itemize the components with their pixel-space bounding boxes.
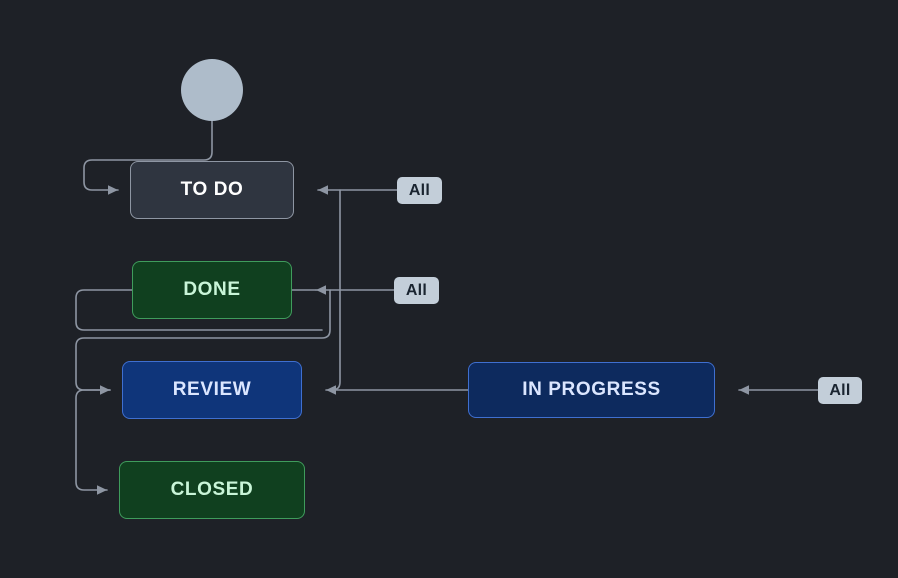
edge-badge-label: All bbox=[405, 281, 428, 299]
edge-badge-all-todo[interactable]: All bbox=[397, 177, 442, 204]
edge-badge-label: All bbox=[829, 381, 851, 399]
edge-badge-all-in-progress[interactable]: All bbox=[818, 377, 862, 404]
node-review-label: REVIEW bbox=[172, 379, 252, 400]
node-done-label: DONE bbox=[183, 279, 241, 300]
node-closed-label: CLOSED bbox=[170, 479, 254, 500]
edge-review-loopback-to-closed bbox=[75, 389, 111, 495]
node-done[interactable]: DONE bbox=[132, 261, 292, 319]
node-in-progress[interactable]: IN PROGRESS bbox=[468, 362, 715, 418]
edge-todo-down-to-review bbox=[331, 189, 341, 391]
edge-badge-label: All bbox=[408, 181, 431, 199]
edge-badge-all-done[interactable]: All bbox=[394, 277, 439, 304]
node-review[interactable]: REVIEW bbox=[122, 361, 302, 419]
node-todo-label: TO DO bbox=[180, 179, 244, 200]
node-closed[interactable]: CLOSED bbox=[119, 461, 305, 519]
start-node[interactable] bbox=[181, 59, 243, 121]
node-todo[interactable]: TO DO bbox=[130, 161, 294, 219]
node-in-progress-label: IN PROGRESS bbox=[522, 379, 661, 400]
